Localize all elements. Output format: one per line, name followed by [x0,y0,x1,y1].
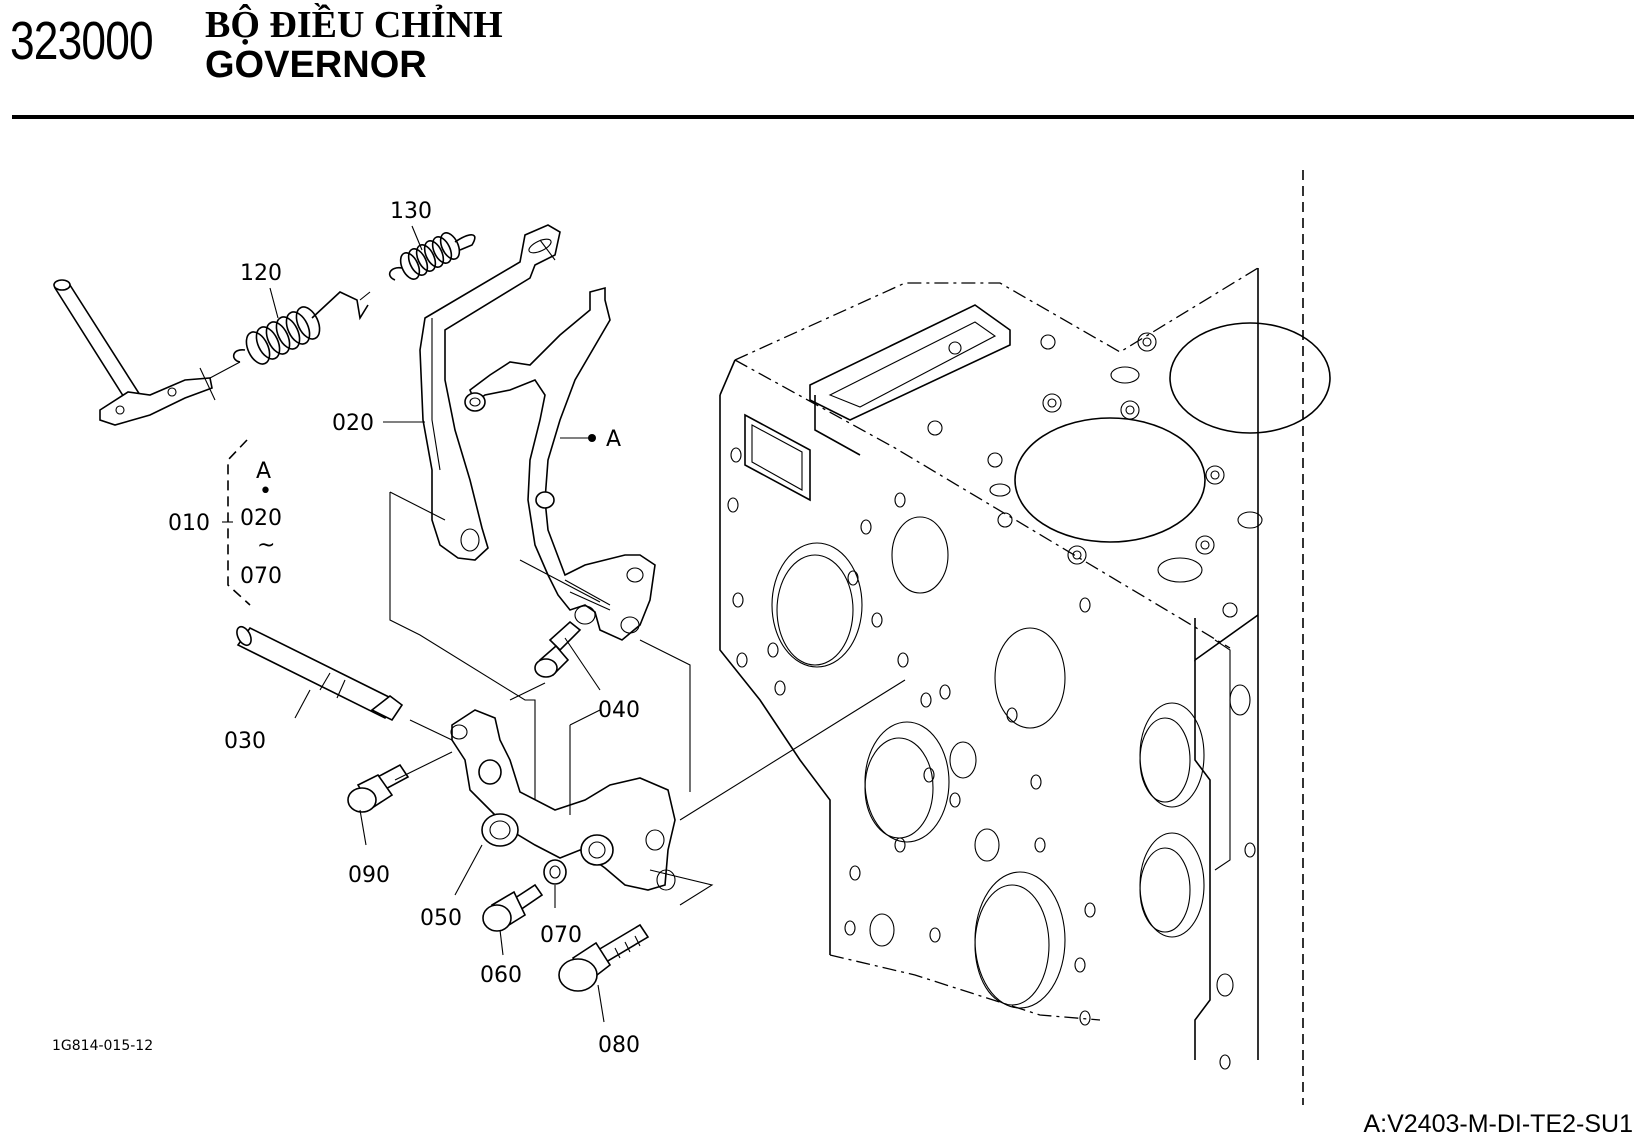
assembly-guide-lines [359,291,906,906]
bolt-090 [347,763,410,813]
illustration-code: 1G814-015-12 [52,1038,153,1054]
section-code: 323000 [10,11,154,71]
callout-leaders [222,225,605,1023]
assembly-bracket-010 [227,439,251,606]
bolt-060 [482,883,544,932]
callout-030: 030 [224,729,266,754]
throttle-linkage-shaft [53,279,216,426]
callout-130: 130 [390,199,432,224]
fork-lever [464,286,656,641]
model-code: A:V2403-M-DI-TE2-SU1 [1363,1110,1633,1138]
section-title-vietnamese: BỘ ĐIỀU CHỈNH [205,4,503,46]
callout-060: 060 [480,963,522,988]
callout-010: 010 [168,511,210,536]
washer-070 [543,859,567,885]
callout-120: 120 [240,261,282,286]
bracket-tilde: ~ [257,533,275,558]
lever-shaft-030 [236,625,404,722]
bracket-dot: • [259,479,272,504]
governor-lever-020 [419,224,561,561]
bracket-label-a: A [256,459,271,484]
bracket-from-020: 020 [240,506,282,531]
callout-020: 020 [332,411,374,436]
start-spring-130 [388,232,476,281]
governor-spring-120 [209,291,369,379]
section-title-english: GOVERNOR [205,44,427,86]
governor-bracket-050 [450,709,676,891]
engine-block [719,267,1331,1070]
point-a-marker [588,434,596,442]
callout-040: 040 [598,698,640,723]
callout-point-a: A [606,427,621,452]
bolt-040 [534,620,582,678]
header-rule [12,115,1634,119]
bracket-to-070: 070 [240,564,282,589]
callout-070: 070 [540,923,582,948]
callout-080: 080 [598,1033,640,1058]
callout-050: 050 [420,906,462,931]
callout-090: 090 [348,863,390,888]
bolt-080 [558,923,650,992]
